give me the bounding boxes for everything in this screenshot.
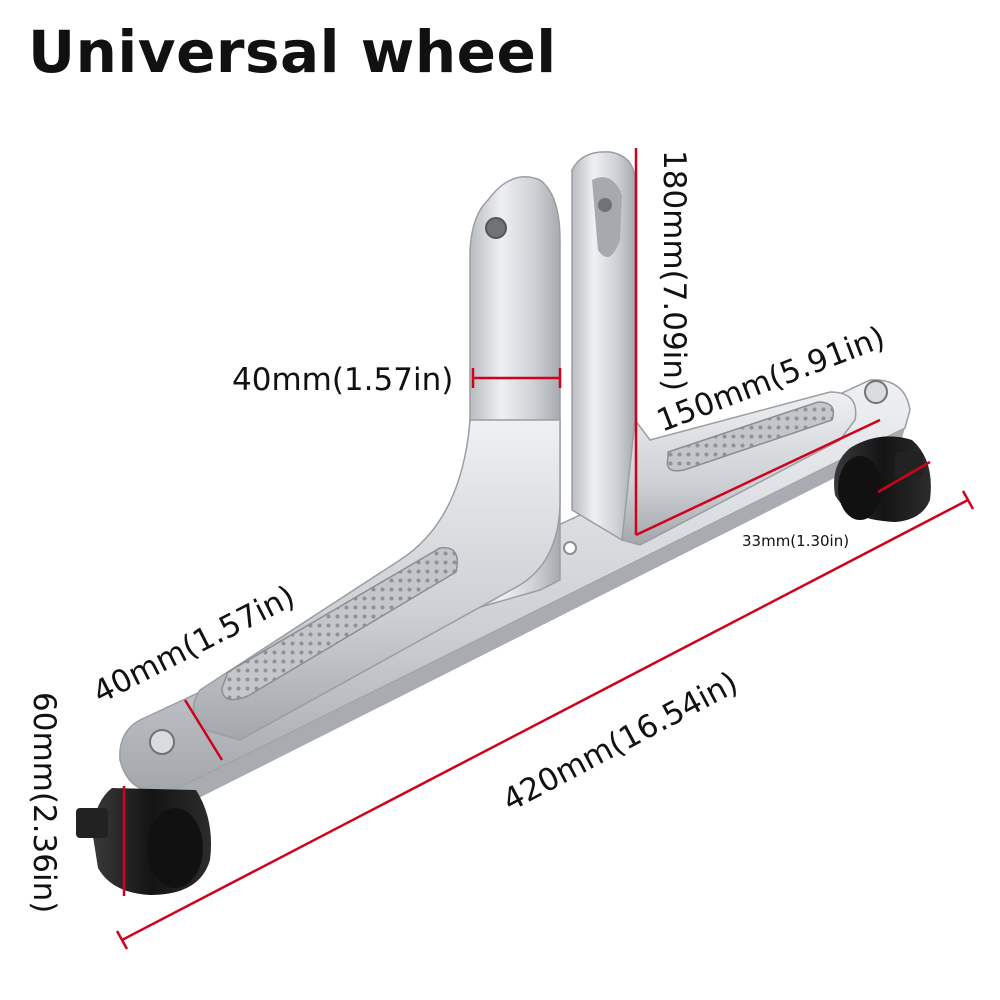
label-upright-width: 40mm(1.57in) [232, 362, 453, 398]
dim-line-arm-width [183, 699, 224, 761]
label-wheel-width: 33mm(1.30in) [742, 532, 849, 550]
label-wheel-height: 60mm(2.36in) [26, 692, 62, 913]
dim-line-total-length [121, 498, 969, 942]
right-bolt [864, 380, 888, 404]
label-upright-height: 180mm(7.09in) [656, 150, 692, 391]
left-wheel [76, 788, 212, 895]
label-total-length: 420mm(16.54in) [497, 665, 744, 819]
center-hole [563, 541, 577, 555]
dim-line-foot-length [635, 418, 881, 537]
slot-hole [598, 198, 612, 212]
left-bolt [149, 729, 175, 755]
dim-line-wheel-width [877, 460, 931, 494]
page-title: Universal wheel [28, 18, 557, 86]
upright-hole [485, 217, 507, 239]
right-upright-slot [592, 177, 622, 258]
base-bar-edge [175, 428, 905, 805]
left-grip-pad [221, 546, 458, 701]
right-wheel [834, 436, 931, 522]
right-grip-pad [666, 401, 835, 472]
